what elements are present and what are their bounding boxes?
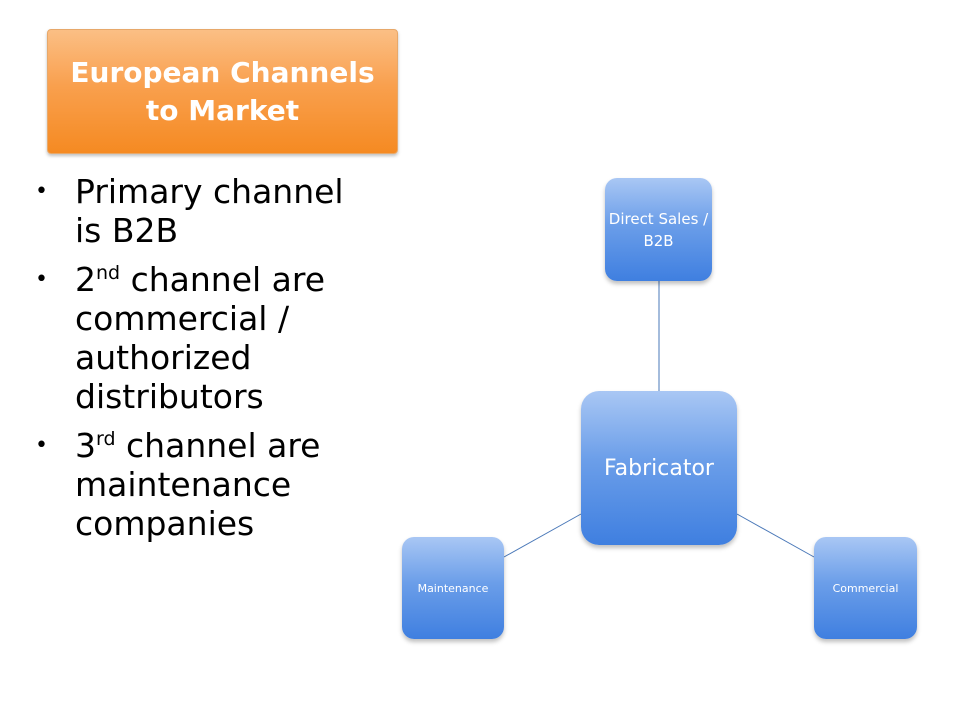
ordinal-suffix: rd [96, 428, 116, 450]
bullet-dot-icon: • [35, 267, 48, 292]
bullet-item-2: • 2nd channel are commercial / authorize… [34, 260, 374, 416]
connector-left [503, 513, 582, 558]
bullet-item-1: • Primary channel is B2B [34, 172, 374, 250]
connector-right [736, 513, 815, 558]
ordinal-suffix: nd [96, 262, 121, 284]
slide-title: European Channels to Market [70, 55, 375, 127]
node-fabricator: Fabricator [581, 391, 737, 545]
node-maintenance: Maintenance [402, 537, 504, 639]
node-label: Fabricator [604, 455, 714, 481]
bullet-dot-icon: • [35, 179, 48, 204]
node-label: Maintenance [417, 581, 489, 595]
bullet-text: Primary channel is B2B [75, 172, 344, 250]
bullet-list: • Primary channel is B2B • 2nd channel a… [34, 172, 374, 553]
title-box: European Channels to Market [47, 29, 398, 154]
bullet-text: 3rd channel are maintenance companies [75, 426, 321, 543]
bullet-item-3: • 3rd channel are maintenance companies [34, 426, 374, 543]
bullet-dot-icon: • [35, 433, 48, 458]
node-commercial: Commercial [814, 537, 917, 639]
node-label: Commercial [832, 581, 899, 595]
bullet-text: 2nd channel are commercial / authorized … [75, 260, 326, 416]
node-direct-sales: Direct Sales / B2B [605, 178, 712, 281]
node-label: Direct Sales / B2B [608, 209, 709, 250]
